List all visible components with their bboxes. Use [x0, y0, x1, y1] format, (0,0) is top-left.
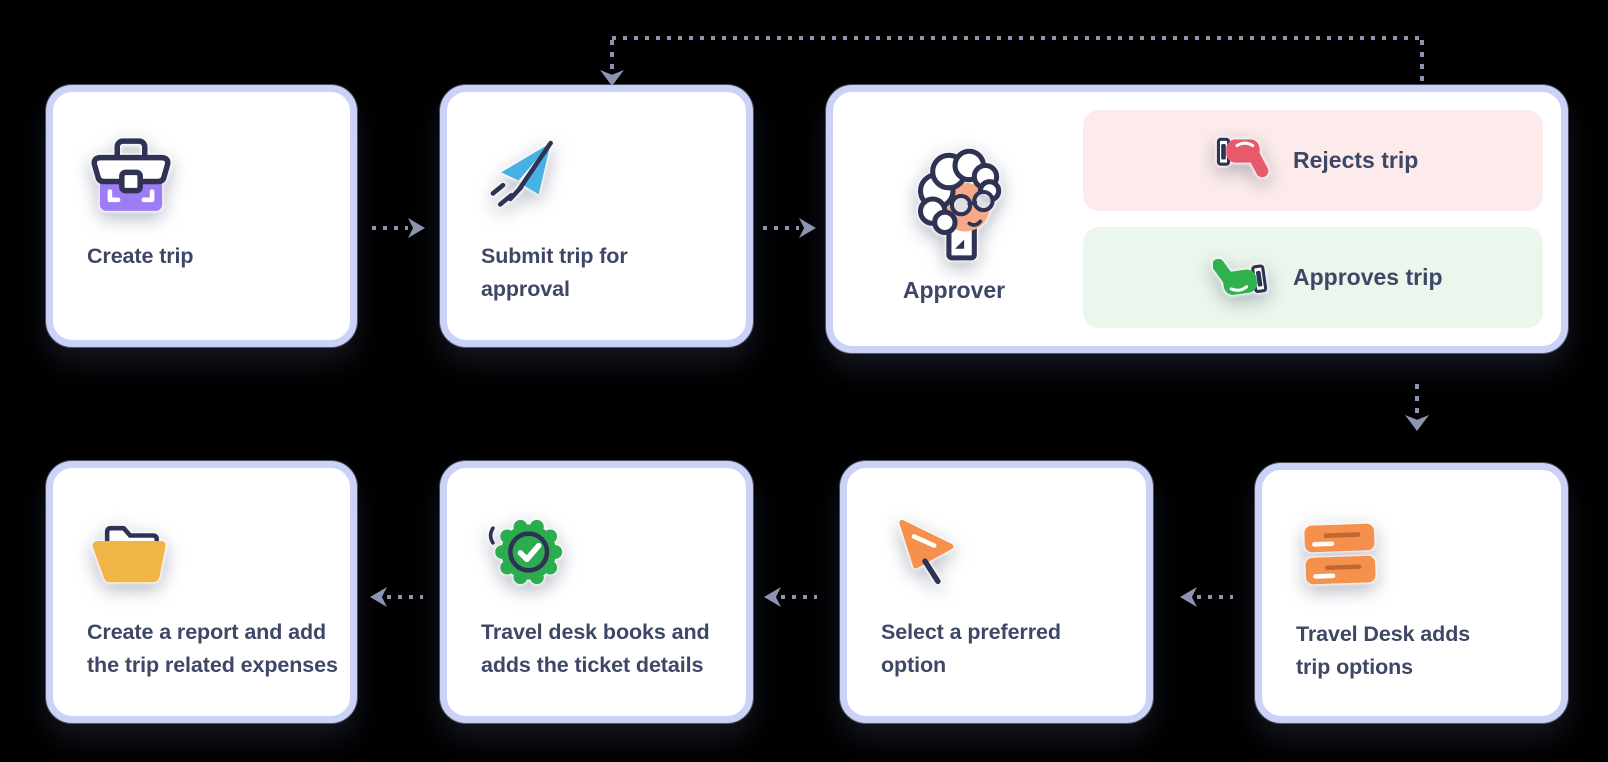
thumbs-up-icon: [1212, 247, 1269, 308]
arrow-approver-to-adds: [1415, 384, 1419, 416]
loop-reject-right-vertical: [1420, 40, 1424, 86]
card-travel-desk-books: Travel desk books and adds the ticket de…: [440, 461, 753, 723]
card-label: Create trip: [87, 244, 194, 268]
arrow-create-to-submit: [372, 218, 425, 238]
card-label: Submit trip for approval: [481, 244, 628, 301]
loop-reject-head: [600, 70, 624, 86]
list-rows-icon: [1296, 510, 1527, 598]
card-approver: Approver: [826, 85, 1568, 353]
card-submit-trip: Submit trip for approval: [440, 85, 753, 347]
folder-icon: [87, 508, 316, 596]
arrow-books-to-report: [370, 587, 423, 607]
card-select-option: Select a preferred option: [840, 461, 1153, 723]
approver-avatar: [898, 134, 1010, 271]
loop-reject-horizontal: [612, 36, 1422, 40]
arrow-approver-to-adds-head: [1405, 415, 1429, 431]
card-label: Select a preferred option: [881, 620, 1061, 677]
card-label: Create a report and add the trip related…: [87, 620, 338, 677]
outcome-rejects-trip: Rejects trip: [1083, 110, 1543, 211]
outcome-label: Approves trip: [1293, 264, 1443, 290]
approver-label: Approver: [902, 277, 1006, 303]
outcome-approves-trip: Approves trip: [1083, 227, 1543, 328]
loop-reject-left-vertical: [610, 40, 614, 71]
cursor-icon: [881, 508, 1112, 596]
paper-plane-icon: [481, 132, 712, 220]
card-create-trip: Create trip: [46, 85, 357, 347]
verified-badge-icon: [481, 508, 712, 596]
thumbs-down-icon: [1213, 130, 1269, 191]
card-travel-desk-adds: Travel Desk adds trip options: [1255, 463, 1568, 723]
arrow-select-to-books: [764, 587, 817, 607]
briefcase-icon: [87, 132, 316, 220]
outcome-label: Rejects trip: [1293, 147, 1419, 173]
card-create-report: Create a report and add the trip related…: [46, 461, 357, 723]
card-label: Travel desk books and adds the ticket de…: [481, 620, 710, 677]
arrow-adds-to-select: [1180, 587, 1233, 607]
arrow-submit-to-approver: [763, 218, 816, 238]
card-label: Travel Desk adds trip options: [1296, 622, 1471, 679]
